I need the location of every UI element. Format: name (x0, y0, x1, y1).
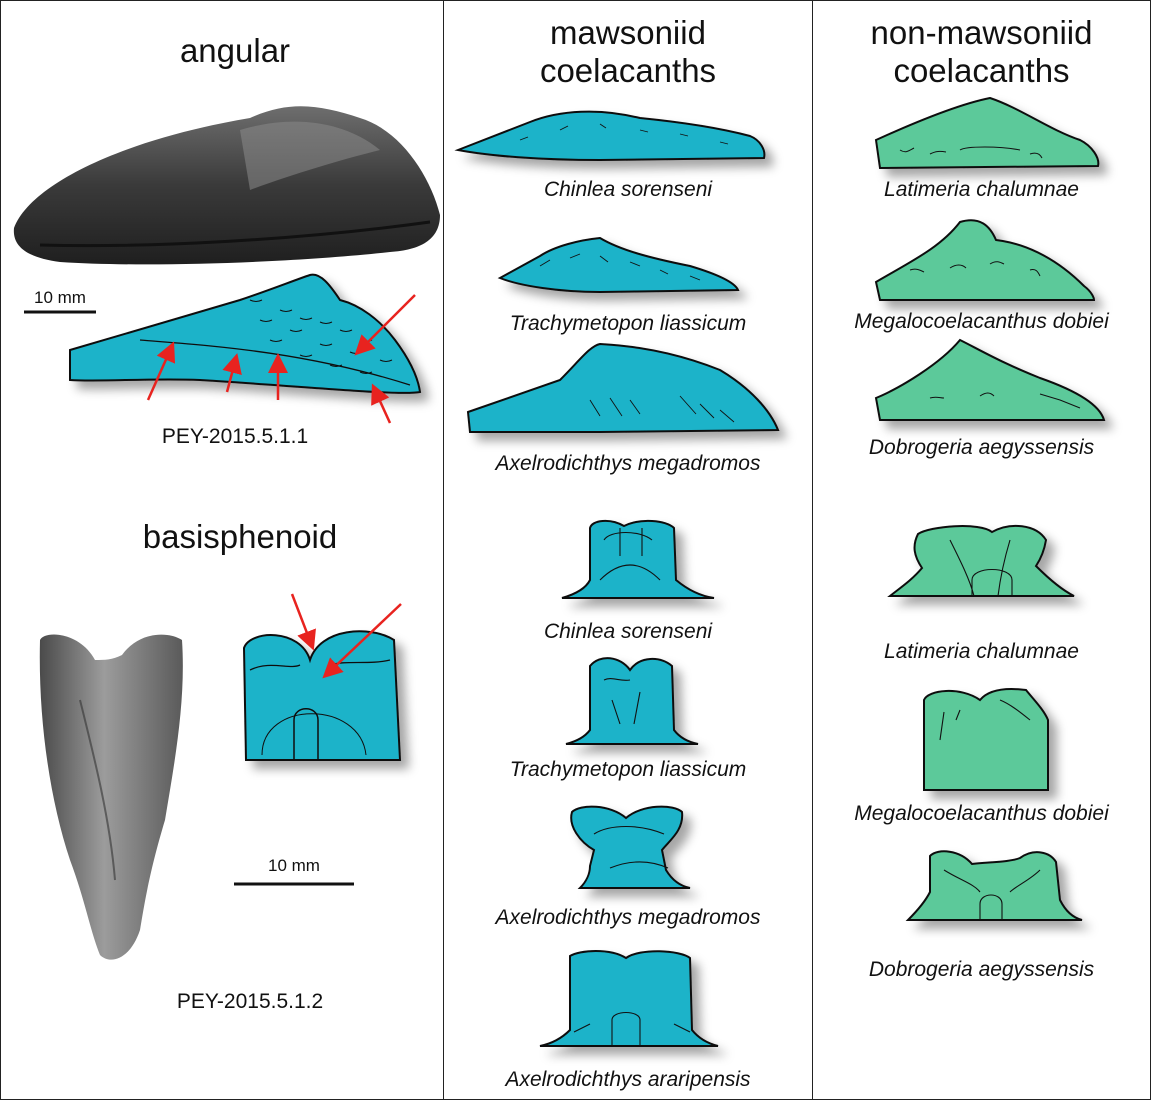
basisphenoid-scale-label: 10 mm (234, 856, 354, 876)
non-mawsoniid-angular-caption-3: Dobrogeria aegyssensis (812, 436, 1151, 460)
mawsoniid-basisphenoid-caption-4: Axelrodichthys araripensis (443, 1068, 813, 1092)
mawsoniid-basisphenoid-axelrodichthys-araripensis (540, 951, 718, 1046)
non-mawsoniid-angular-megalocoelacanthus (876, 220, 1094, 300)
basisphenoid-specimen-id: PEY-2015.5.1.2 (130, 990, 370, 1014)
non-mawsoniid-basisphenoid-caption-3: Dobrogeria aegyssensis (812, 958, 1151, 982)
non-mawsoniid-basisphenoid-latimeria (890, 526, 1074, 596)
angular-heading: angular (120, 32, 350, 69)
mawsoniid-angular-caption-2: Trachymetopon liassicum (443, 312, 813, 336)
mawsoniid-basisphenoid-caption-2: Trachymetopon liassicum (443, 758, 813, 782)
non-mawsoniid-basisphenoid-caption-1: Latimeria chalumnae (812, 640, 1151, 664)
basisphenoid-drawing (244, 631, 400, 760)
non-mawsoniid-heading-line2: coelacanths (812, 52, 1151, 89)
mawsoniid-angular-caption-3: Axelrodichthys megadromos (443, 452, 813, 476)
basisphenoid-heading: basisphenoid (100, 518, 380, 555)
mawsoniid-angular-axelrodichthys (468, 344, 778, 432)
non-mawsoniid-angular-caption-2: Megalocoelacanthus dobiei (812, 310, 1151, 334)
non-mawsoniid-heading-line1: non-mawsoniid (812, 14, 1151, 51)
mawsoniid-basisphenoid-caption-3: Axelrodichthys megadromos (443, 906, 813, 930)
mawsoniid-basisphenoid-axelrodichthys-megadromos (571, 807, 690, 888)
mawsoniid-basisphenoid-chinlea (562, 521, 714, 598)
mawsoniid-angular-caption-1: Chinlea sorenseni (443, 178, 813, 202)
mawsoniid-basisphenoid-caption-1: Chinlea sorenseni (443, 620, 813, 644)
angular-drawing (70, 275, 420, 393)
mawsoniid-heading-line2: coelacanths (443, 52, 813, 89)
angular-specimen-id: PEY-2015.5.1.1 (120, 425, 350, 449)
angular-scale-label: 10 mm (24, 288, 96, 308)
non-mawsoniid-basisphenoid-caption-2: Megalocoelacanthus dobiei (812, 802, 1151, 826)
mawsoniid-angular-chinlea (458, 112, 764, 160)
non-mawsoniid-basisphenoid-dobrogeria (908, 851, 1082, 920)
angular-fossil-photo (14, 106, 440, 264)
non-mawsoniid-angular-latimeria (876, 98, 1098, 168)
mawsoniid-basisphenoid-trachymetopon (566, 658, 698, 744)
mawsoniid-heading-line1: mawsoniid (443, 14, 813, 51)
non-mawsoniid-angular-dobrogeria (876, 340, 1104, 420)
non-mawsoniid-angular-caption-1: Latimeria chalumnae (812, 178, 1151, 202)
non-mawsoniid-basisphenoid-megalocoelacanthus (924, 689, 1048, 790)
basisphenoid-fossil-photo (40, 635, 183, 960)
mawsoniid-angular-trachymetopon (500, 238, 738, 292)
